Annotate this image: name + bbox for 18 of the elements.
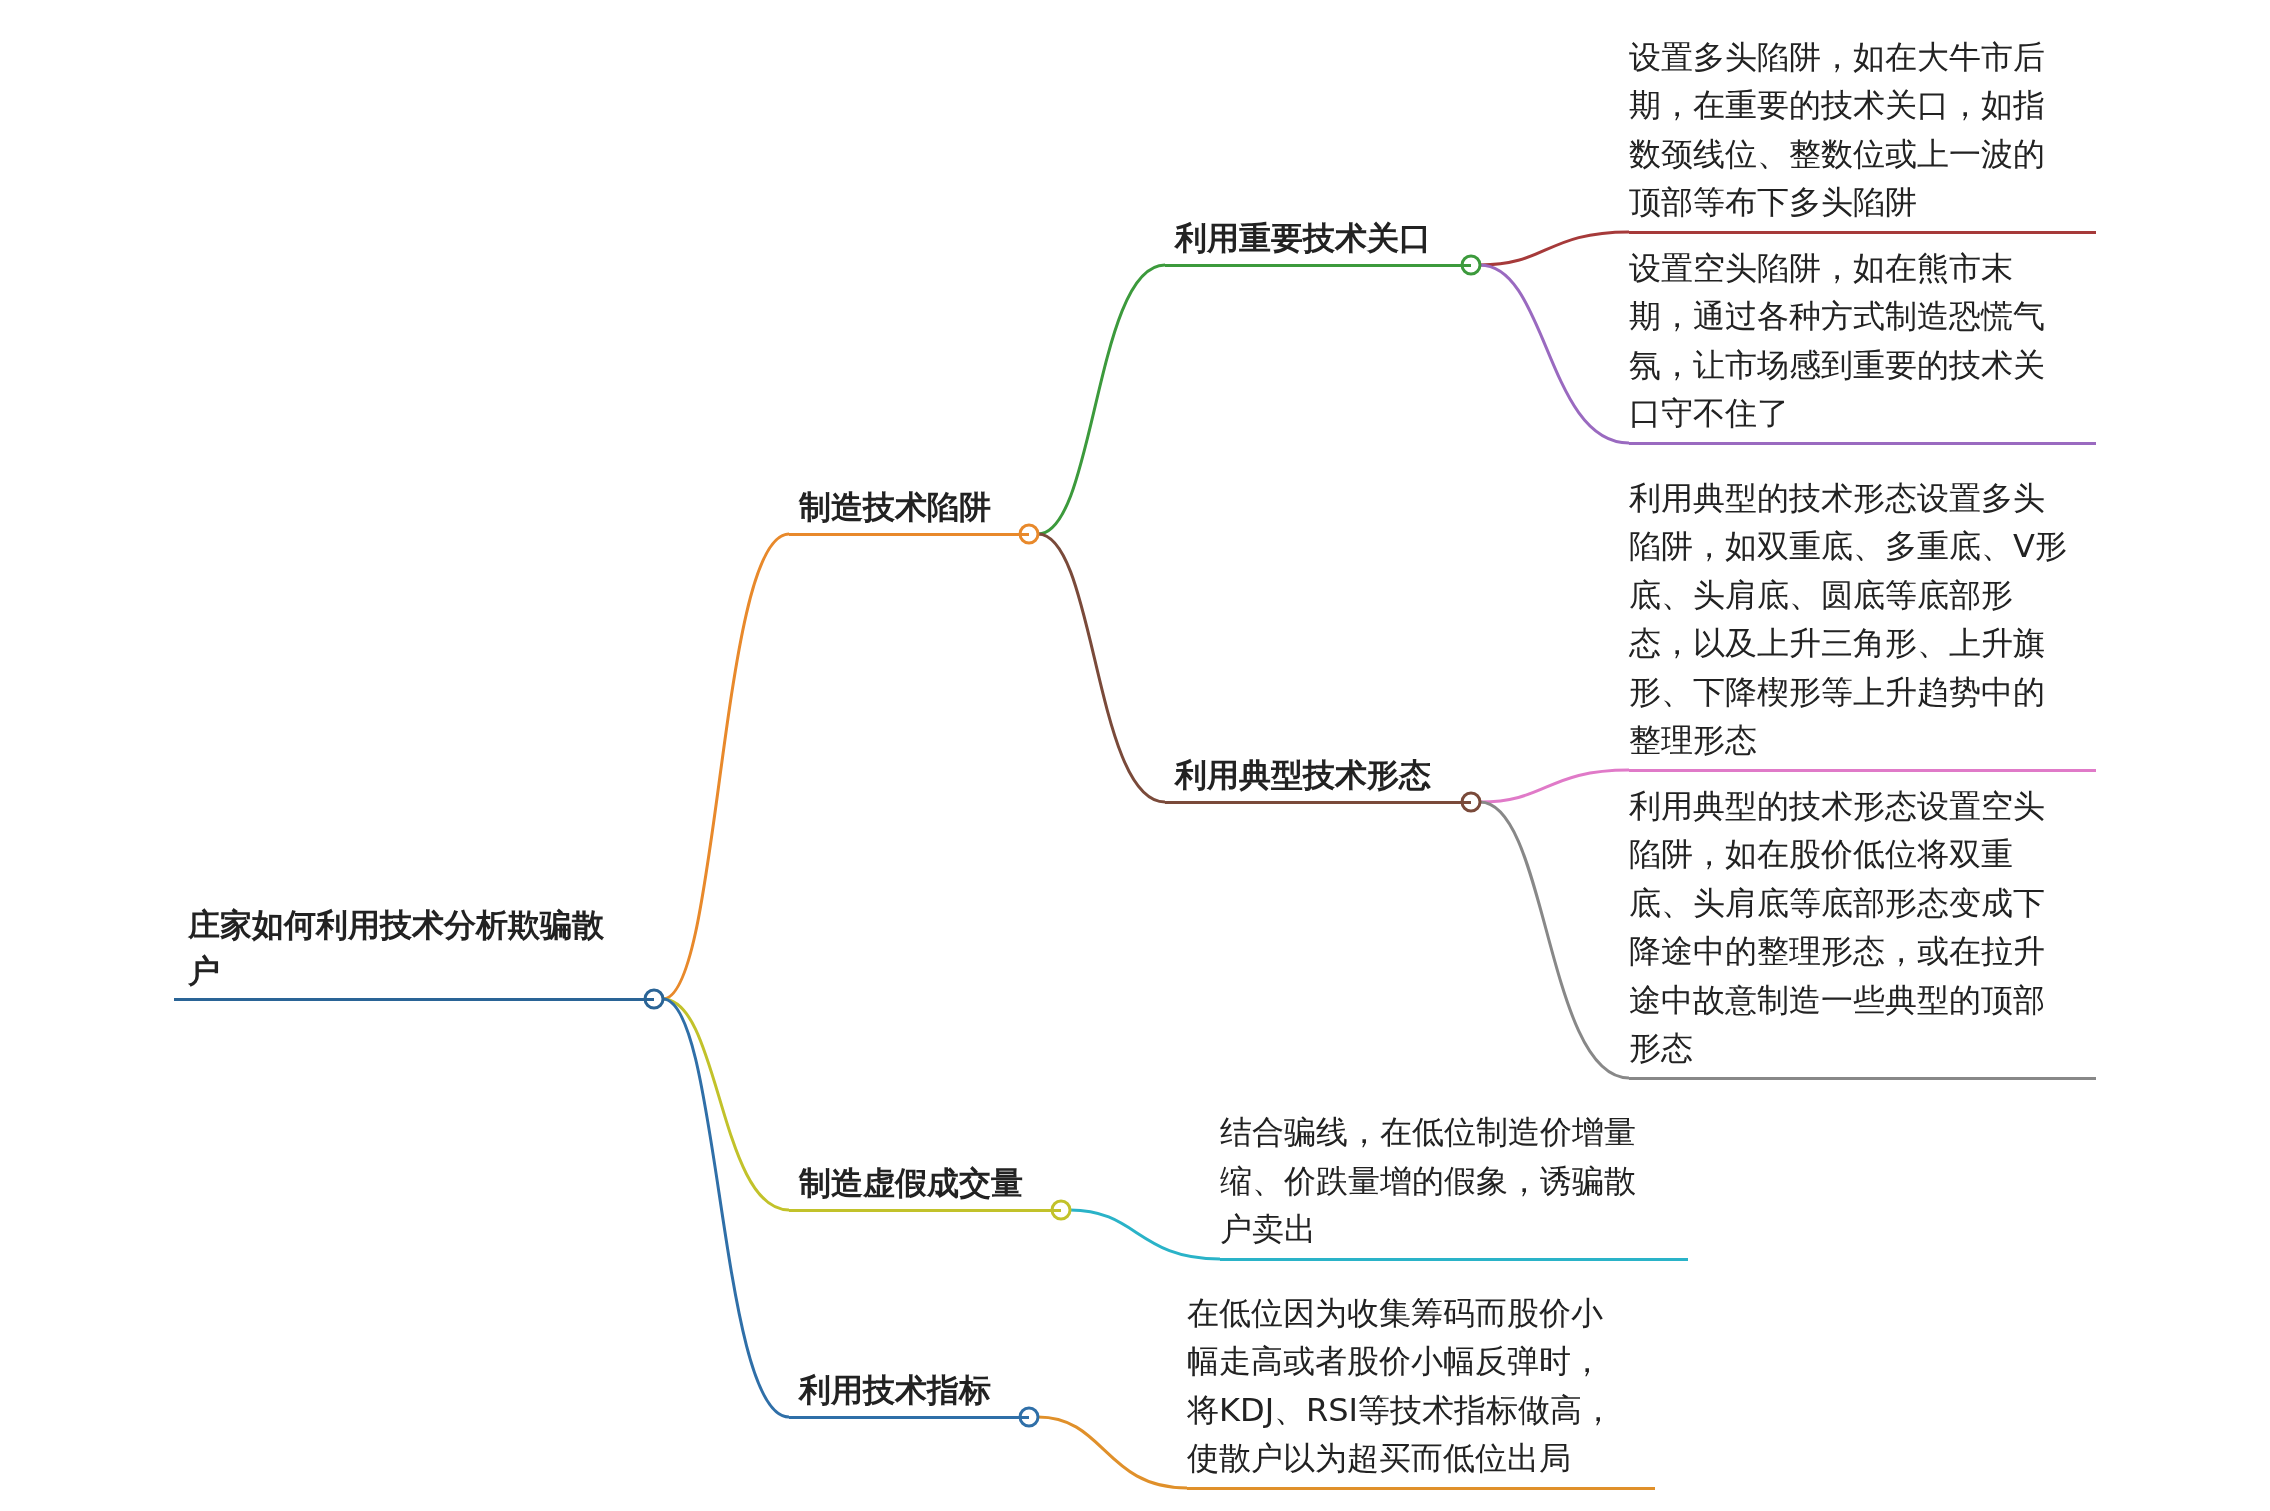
branch-heading: 利用技术指标 xyxy=(789,1367,1029,1419)
note-text: 利用典型的技术形态设置空头陷阱，如在股价低位将双重底、头肩底等底部形态变成下降途中的整理形态，或在拉升途中故意制造一些典型的顶部形态 xyxy=(1629,781,2096,1080)
note-text: 利用典型的技术形态设置多头陷阱，如双重底、多重底、V形底、头肩底、圆底等底部形态，以及上升三角形、上升旗形、下降楔形等上升趋势中的整理形态 xyxy=(1629,473,2096,772)
note-text: 设置空头陷阱，如在熊市末期，通过各种方式制造恐慌气氛，让市场感到重要的技术关口守不住了 xyxy=(1629,243,2096,445)
branch-heading: 利用重要技术关口 xyxy=(1165,215,1471,267)
connector-line xyxy=(1479,263,1630,445)
connector-line xyxy=(662,997,790,1419)
branch-heading: 利用典型技术形态 xyxy=(1165,752,1471,804)
branch-heading: 制造虚假成交量 xyxy=(789,1160,1061,1212)
note-text: 设置多头陷阱，如在大牛市后期，在重要的技术关口，如指数颈线位、整数位或上一波的顶部等布下多头陷阱 xyxy=(1629,32,2096,234)
connector-line xyxy=(1037,1415,1188,1490)
topic-heading: 庄家如何利用技术分析欺骗散户 xyxy=(174,901,654,1001)
branch-heading: 制造技术陷阱 xyxy=(789,484,1029,536)
note-text: 结合骗线，在低位制造价增量缩、价跌量增的假象，诱骗散户卖出 xyxy=(1220,1108,1688,1261)
connector-line xyxy=(1479,800,1630,1080)
connector-line xyxy=(1037,532,1166,804)
connector-line xyxy=(1069,1208,1221,1261)
note-text: 在低位因为收集筹码而股价小幅走高或者股价小幅反弹时，将KDJ、RSI等技术指标做高，使散户以为超买而低位出局 xyxy=(1187,1288,1655,1490)
